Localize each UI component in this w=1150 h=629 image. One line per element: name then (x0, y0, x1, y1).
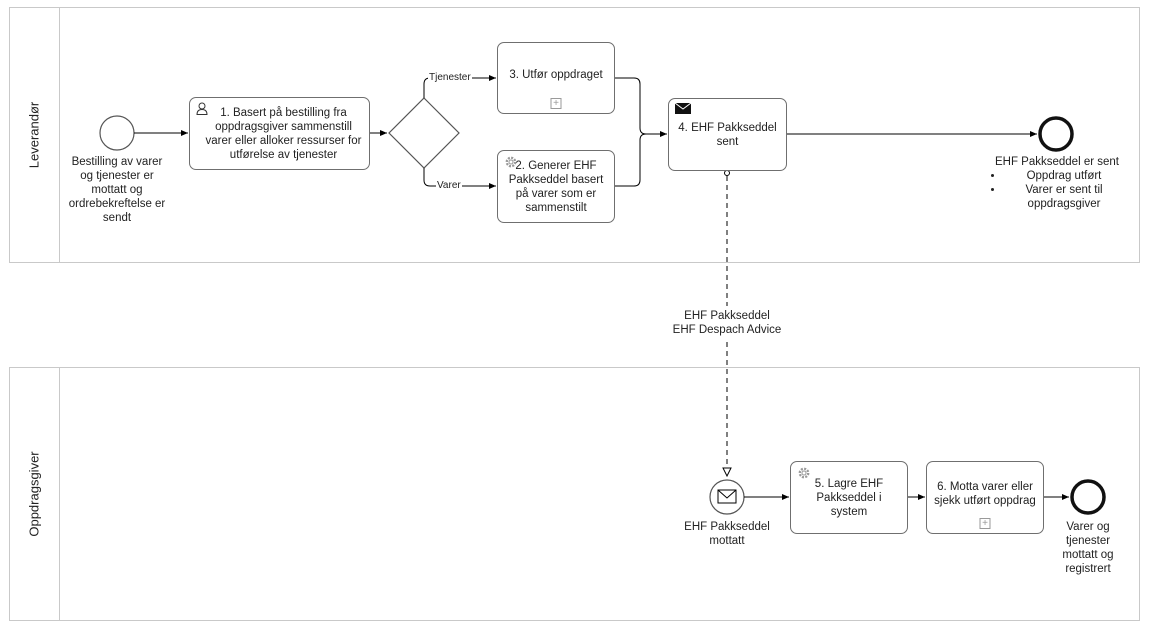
end-event-leverandor[interactable] (1038, 116, 1074, 152)
envelope-filled-icon (674, 102, 692, 118)
flow-label-tjenester: Tjenester (428, 72, 472, 84)
message-flow-label-line2: EHF Despach Advice (672, 324, 782, 336)
task-1-sammenstill[interactable]: 1. Basert på bestilling fra oppdragsgive… (189, 97, 370, 170)
envelope-icon (717, 489, 737, 504)
start-event[interactable] (99, 115, 135, 151)
task-6-label: 6. Motta varer eller sjekk utført oppdra… (934, 480, 1036, 507)
task-6-motta-varer[interactable]: 6. Motta varer eller sjekk utført oppdra… (926, 461, 1044, 534)
task-5-lagre-pakkseddel[interactable]: 5. Lagre EHF Pakkseddel i system (790, 461, 908, 534)
task-3-utfor-oppdraget[interactable]: 3. Utfør oppdraget + (497, 42, 615, 114)
task-2-label: 2. Generer EHF Pakkseddel basert på vare… (508, 159, 604, 214)
pool-label-oppdragsgiver: Oppdragsgiver (9, 367, 60, 621)
flow-gateway-to-task2 (423, 168, 496, 189)
task-2-generer-pakkseddel[interactable]: 2. Generer EHF Pakkseddel basert på vare… (497, 150, 615, 223)
end-event-leverandor-item: Varer er sent til oppdragsgiver (1004, 183, 1124, 211)
message-flow-source (724, 170, 730, 176)
task-1-label: 1. Basert på bestilling fra oppdragsgive… (205, 106, 362, 161)
user-icon (196, 102, 208, 119)
task-5-label: 5. Lagre EHF Pakkseddel i system (814, 477, 884, 518)
pool-label-leverandor: Leverandør (9, 7, 60, 263)
plus-box-icon[interactable]: + (550, 98, 562, 109)
flow-task2-to-task4 (615, 133, 647, 187)
gear-icon (797, 466, 811, 484)
gear-icon (504, 155, 518, 173)
task-3-label: 3. Utfør oppdraget (509, 69, 603, 81)
start-event-label: Bestilling av varer og tjenester er mott… (68, 156, 166, 224)
end-event-leverandor-label: EHF Pakkseddel er sent Oppdrag utført Va… (990, 155, 1124, 211)
end-event-leverandor-title: EHF Pakkseddel er sent (994, 156, 1119, 168)
flow-label-varer: Varer (436, 180, 462, 192)
flow-task3-to-task4 (615, 77, 667, 137)
end-event-oppdragsgiver[interactable] (1070, 479, 1106, 515)
plus-box-icon[interactable]: + (979, 518, 991, 529)
message-flow-label-line1: EHF Pakkseddel (684, 310, 770, 322)
end-event-leverandor-list: Oppdrag utført Varer er sent til oppdrag… (990, 169, 1124, 211)
task-4-pakkseddel-sent[interactable]: 4. EHF Pakkseddel sent (668, 98, 787, 171)
task-4-label: 4. EHF Pakkseddel sent (678, 121, 777, 148)
end-event-oppdragsgiver-label: Varer og tjenester mottatt og registrert (1062, 521, 1114, 575)
exclusive-gateway[interactable] (388, 97, 460, 169)
end-event-leverandor-item: Oppdrag utført (1004, 169, 1124, 183)
message-start-event-label: EHF Pakkseddel mottatt (684, 521, 770, 547)
message-flow-label: EHF Pakkseddel EHF Despach Advice (650, 309, 804, 337)
